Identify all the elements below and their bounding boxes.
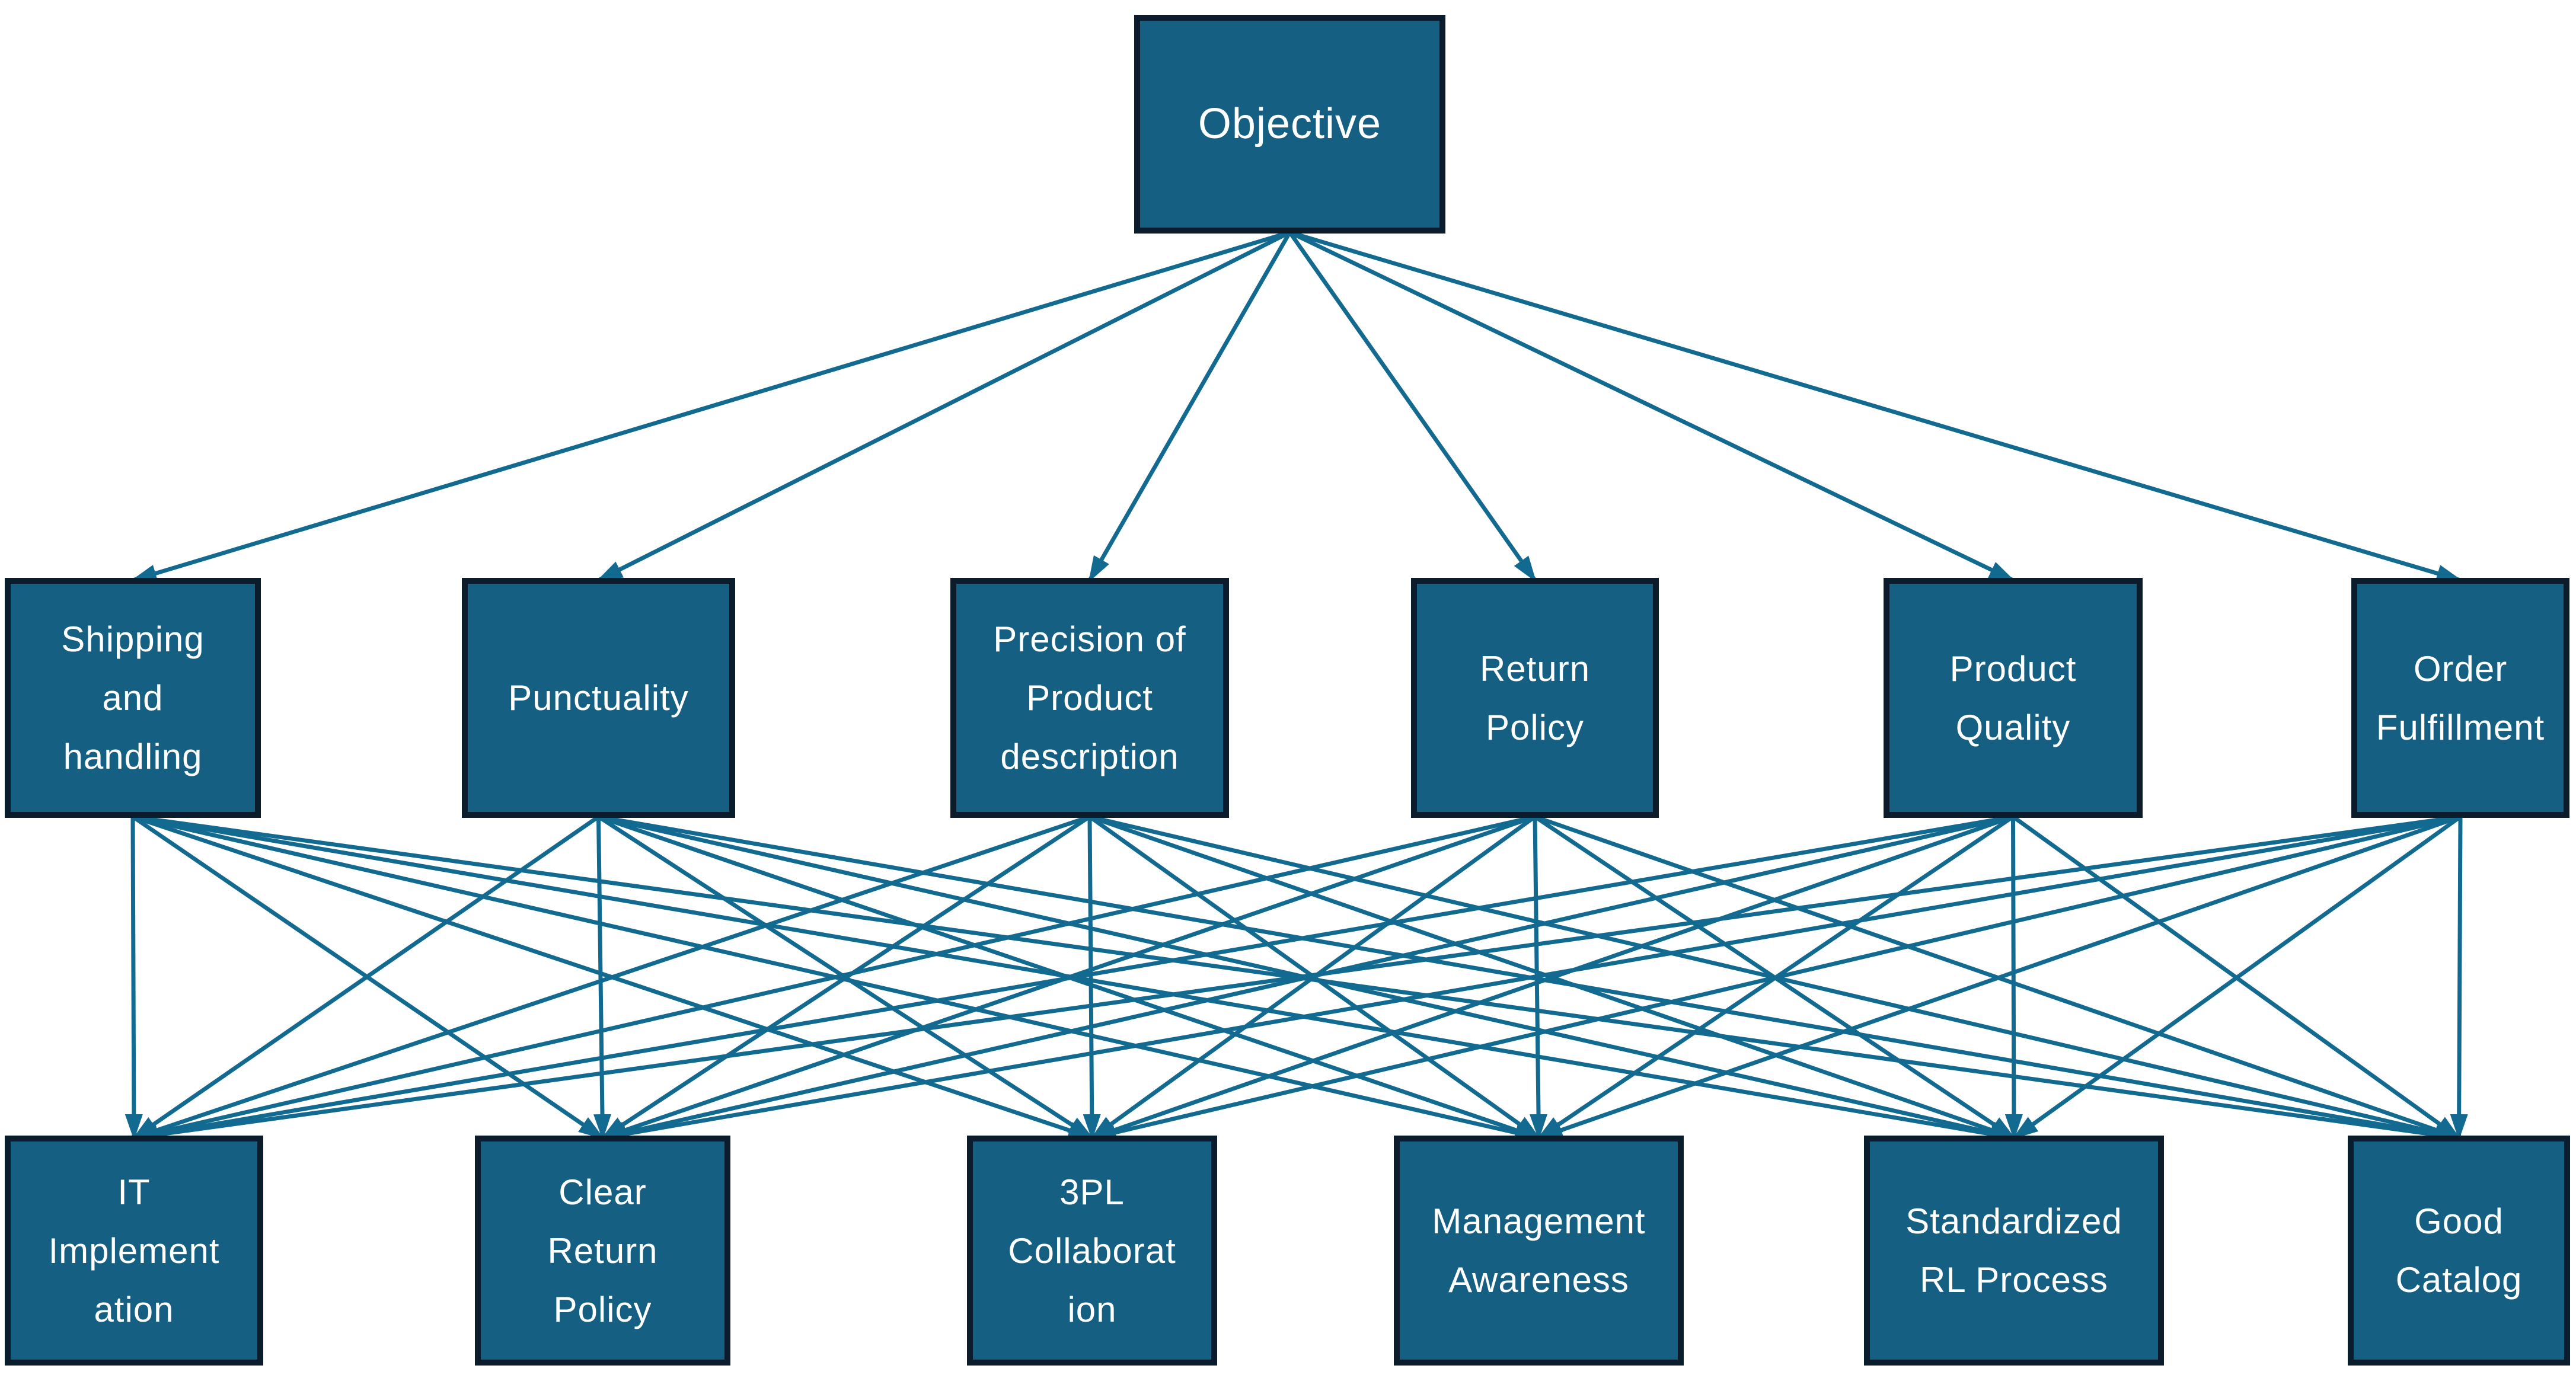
node-objective: Objective (1134, 15, 1445, 234)
node-label: Clear Return Policy (547, 1163, 657, 1339)
edge-criterion-to-alternative (1536, 814, 2462, 1140)
node-alternative-good-catalog: Good Catalog (2348, 1136, 2570, 1366)
node-label-line: Shipping (61, 619, 205, 659)
node-label-line: and (102, 678, 164, 718)
node-label-line: Awareness (1448, 1260, 1629, 1300)
edge-criterion-to-alternative (132, 814, 1541, 1141)
node-label: Good Catalog (2396, 1192, 2523, 1309)
edge-criterion-to-alternative (132, 814, 2016, 1143)
node-label-line: ion (1067, 1289, 1117, 1329)
edge-objective-to-criterion (1087, 231, 1292, 583)
edge-criterion-to-alternative (132, 814, 1091, 1140)
edge-criterion-to-alternative (600, 814, 1536, 1140)
edge-criterion-to-alternative (598, 814, 2016, 1141)
edge-criterion-to-alternative (132, 814, 2462, 1144)
node-label-line: Catalog (2395, 1260, 2523, 1300)
node-label-line: Policy (553, 1289, 652, 1329)
node-label-line: Implement (48, 1230, 220, 1271)
node-label: Product Quality (1950, 639, 2077, 757)
edge-objective-to-criterion (596, 230, 1291, 583)
node-label-line: Precision of (993, 619, 1186, 659)
node-label: Objective (1198, 89, 1381, 159)
edge-criterion-to-alternative (1089, 814, 2462, 1141)
node-label-line: Objective (1198, 100, 1382, 148)
edge-criterion-to-alternative (125, 816, 143, 1140)
edge-criterion-to-alternative (132, 814, 1536, 1141)
node-label: Shipping and handling (61, 610, 205, 786)
node-label-line: ation (94, 1289, 174, 1329)
edge-criterion-to-alternative (1534, 814, 2462, 1140)
node-label-line: Order (2413, 648, 2508, 689)
node-label-line: 3PL (1059, 1172, 1125, 1212)
edge-criterion-to-alternative (1530, 816, 1548, 1140)
node-criterion-punctuality: Punctuality (462, 578, 735, 818)
node-criterion-product-quality: Product Quality (1884, 578, 2143, 818)
node-label: 3PL Collaborat ion (1008, 1163, 1176, 1339)
node-label-line: Punctuality (508, 678, 689, 718)
node-label: Return Policy (1480, 639, 1590, 757)
edge-criterion-to-alternative (2004, 816, 2023, 1140)
edge-criterion-to-alternative (601, 815, 1091, 1140)
node-label-line: Product (1949, 648, 2077, 689)
node-label-line: Return (547, 1230, 658, 1271)
edge-objective-to-criterion (1289, 230, 2463, 583)
node-label-line: Fulfillment (2376, 707, 2545, 747)
edge-objective-to-criterion (1288, 230, 2016, 583)
edge-criterion-to-alternative (1534, 815, 2016, 1140)
edge-criterion-to-alternative (1090, 814, 2461, 1141)
node-label-line: Collaborat (1008, 1230, 1176, 1271)
edge-criterion-to-alternative (1090, 815, 1537, 1140)
edge-criterion-to-alternative (1089, 814, 2016, 1140)
edge-criterion-to-alternative (132, 815, 605, 1140)
node-criterion-order-fulfillment: Order Fulfillment (2351, 578, 2569, 818)
node-label-line: Management (1432, 1201, 1646, 1241)
edge-criterion-to-alternative (598, 814, 2462, 1143)
node-label: Punctuality (508, 669, 689, 727)
edge-criterion-to-alternative (132, 814, 2014, 1143)
edge-criterion-to-alternative (598, 814, 1541, 1140)
node-criterion-return-policy: Return Policy (1411, 578, 1659, 818)
node-label-line: Clear (558, 1172, 647, 1212)
edge-criterion-to-alternative (1088, 815, 1541, 1140)
node-label-line: Return (1479, 648, 1591, 689)
node-criterion-shipping-and-handling: Shipping and handling (5, 578, 261, 818)
node-alternative-3pl-collaboration: 3PL Collaborat ion (967, 1136, 1217, 1366)
node-label-line: description (1000, 737, 1179, 776)
node-label-line: Good (2414, 1201, 2504, 1241)
edge-criterion-to-alternative (1083, 816, 1101, 1140)
node-label: Management Awareness (1432, 1192, 1645, 1309)
edge-criterion-to-alternative (2012, 815, 2461, 1140)
edge-criterion-to-alternative (2012, 815, 2462, 1140)
edge-criterion-to-alternative (597, 815, 1094, 1140)
edge-criterion-to-alternative (600, 814, 2461, 1143)
node-label-line: Quality (1955, 707, 2071, 747)
node-label-line: RL Process (1920, 1260, 2108, 1300)
node-label-line: Policy (1485, 707, 1585, 747)
edge-criterion-to-alternative (132, 814, 2461, 1144)
edge-criterion-to-alternative (132, 814, 1094, 1140)
node-label-line: IT (117, 1172, 151, 1212)
node-label-line: handling (63, 737, 203, 776)
node-alternative-management-awareness: Management Awareness (1394, 1136, 1684, 1366)
edge-criterion-to-alternative (2450, 816, 2468, 1140)
node-label: Standardized RL Process (1905, 1192, 2122, 1309)
node-alternative-standardized-rl-process: Standardized RL Process (1864, 1136, 2164, 1366)
node-alternative-it-implementation: IT Implement ation (5, 1136, 263, 1366)
node-label-line: Standardized (1905, 1201, 2122, 1241)
edge-criterion-to-alternative (600, 814, 2014, 1141)
node-label: IT Implement ation (48, 1163, 219, 1339)
edge-objective-to-criterion (130, 230, 1291, 583)
node-alternative-clear-return-policy: Clear Return Policy (475, 1136, 730, 1366)
node-label: Order Fulfillment (2376, 639, 2545, 757)
node-label-line: Product (1026, 678, 1153, 718)
node-label: Precision of Product description (993, 610, 1186, 786)
edge-criterion-to-alternative (132, 815, 600, 1140)
edge-criterion-to-alternative (593, 816, 611, 1140)
edge-objective-to-criterion (1288, 231, 1537, 583)
node-criterion-precision-of-product-description: Precision of Product description (950, 578, 1229, 818)
edge-criterion-to-alternative (1537, 815, 2015, 1140)
edge-criterion-to-alternative (1090, 814, 2014, 1140)
